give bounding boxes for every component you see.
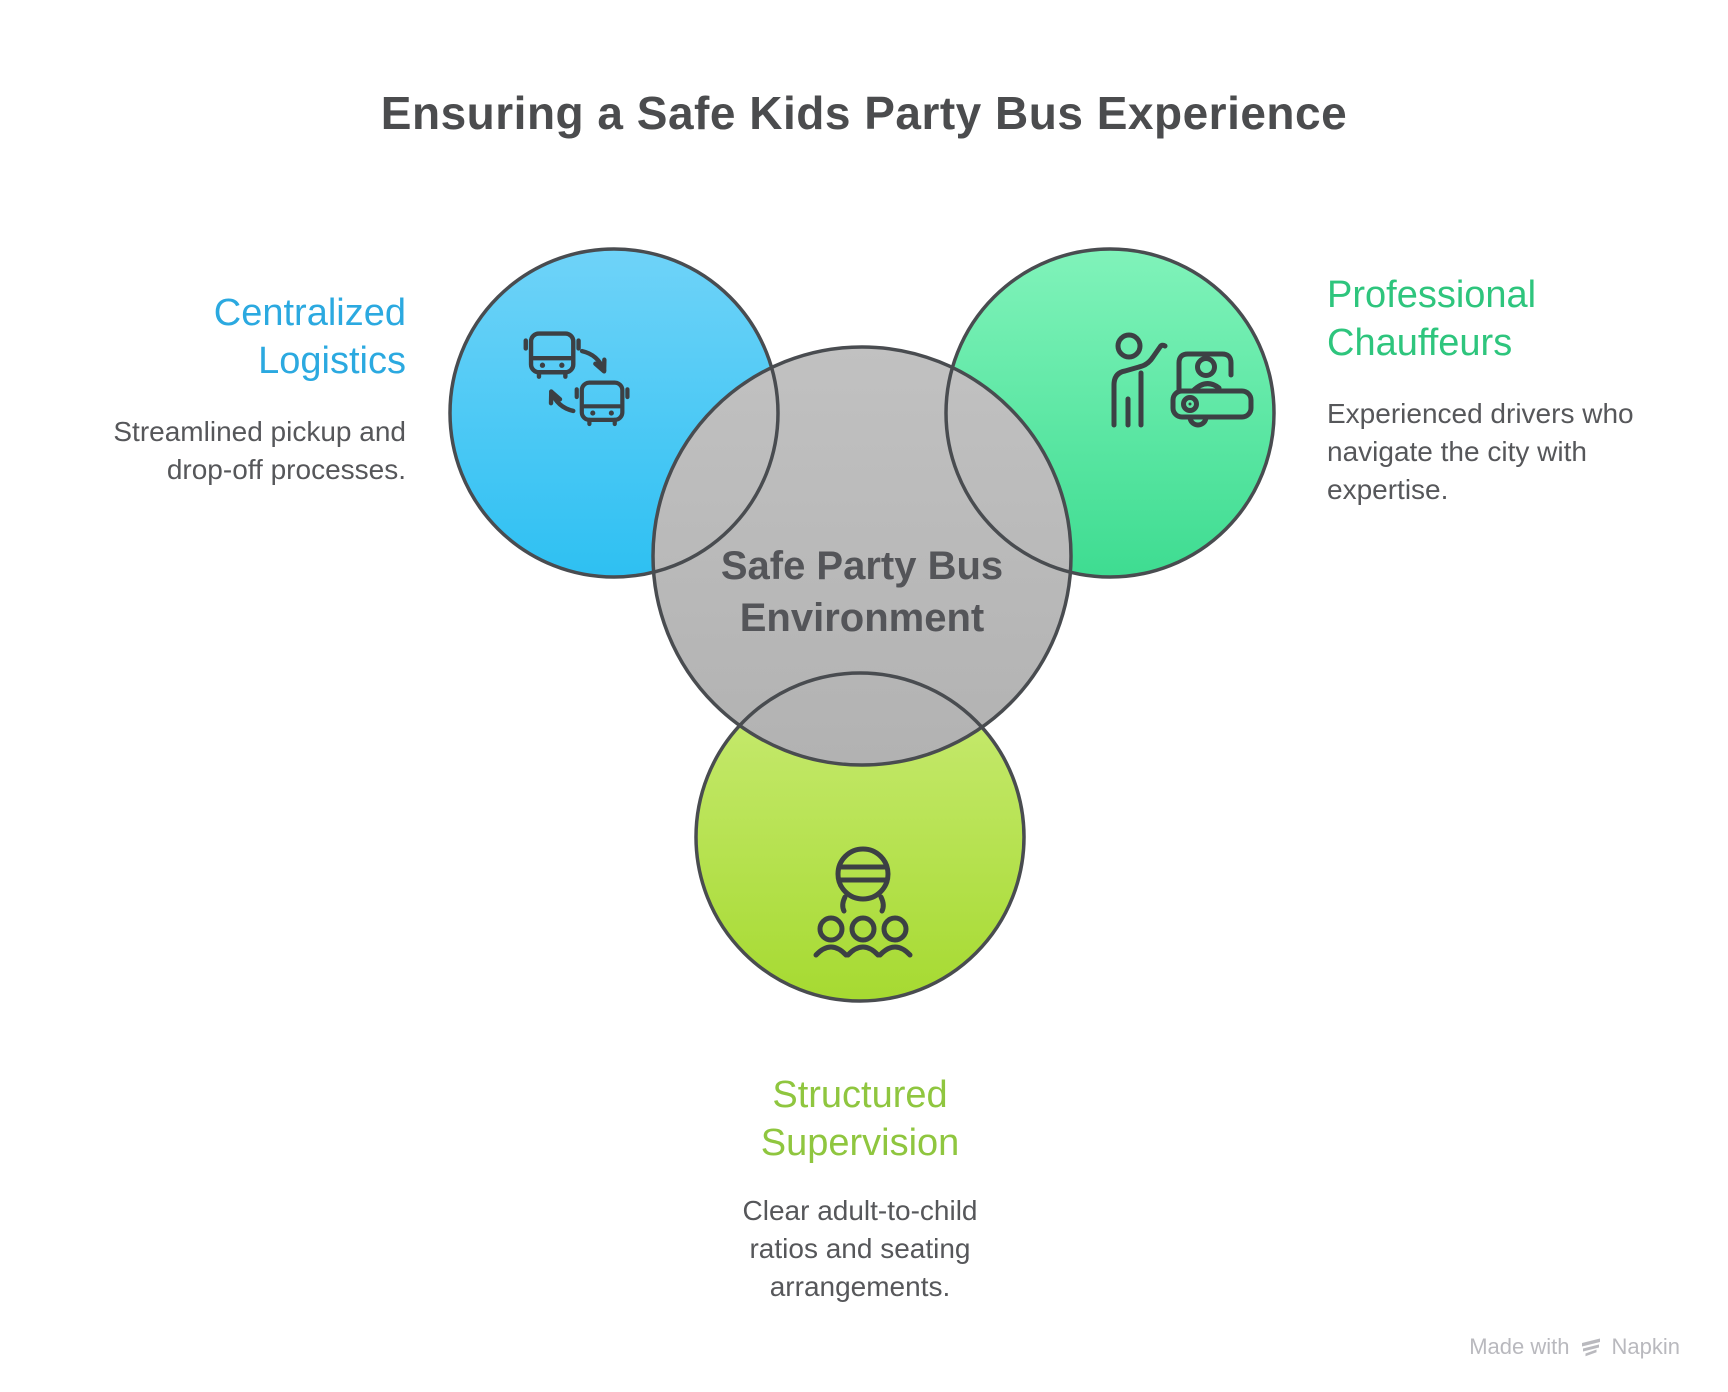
node-body: Experienced drivers who navigate the cit… <box>1327 398 1634 506</box>
node-heading: Structured Supervision <box>760 1074 960 1164</box>
center-label: Safe Party Bus Environment <box>720 544 1004 640</box>
page-title: Ensuring a Safe Kids Party Bus Experienc… <box>380 87 1348 139</box>
group-supervision-icon <box>813 846 913 958</box>
circle-center-environment <box>653 347 1071 765</box>
node-body: Streamlined pickup and drop-off processe… <box>113 416 406 486</box>
chauffeur-car-icon <box>1111 332 1254 428</box>
circle-structured-supervision <box>696 673 1024 1001</box>
node-heading: Centralized Logistics <box>213 292 406 382</box>
node-body: Clear adult-to-child ratios and seating … <box>742 1195 978 1303</box>
label-structured-supervision: Structured Supervision Clear adult-to-ch… <box>710 1072 1010 1306</box>
watermark-text: Made with <box>1469 1334 1570 1359</box>
watermark: Made with Napkin <box>1469 1334 1680 1360</box>
bus-transfer-icon <box>523 331 630 427</box>
napkin-logo-icon <box>1581 1338 1600 1357</box>
watermark-brand: Napkin <box>1611 1334 1680 1359</box>
node-heading: Professional Chauffeurs <box>1327 274 1537 364</box>
circle-outlines <box>448 247 1276 1003</box>
label-centralized-logistics: Centralized Logistics Streamlined pickup… <box>58 290 406 489</box>
label-professional-chauffeurs: Professional Chauffeurs Experienced driv… <box>1327 272 1679 509</box>
